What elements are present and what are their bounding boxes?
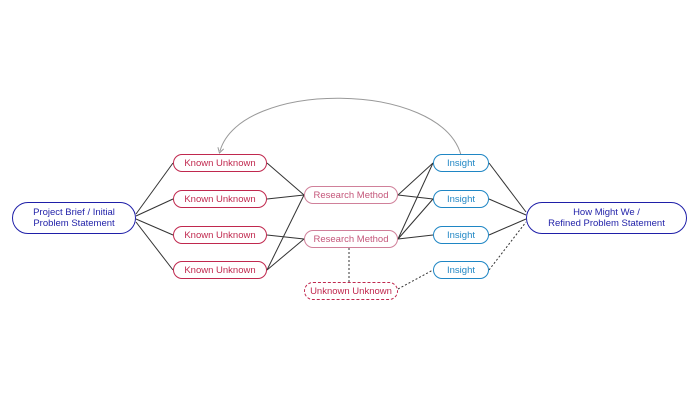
known-unknown-node-3: Known Unknown <box>173 226 267 244</box>
link-research-2-insight-2 <box>397 198 434 240</box>
link-insight-4-hmw <box>488 221 527 271</box>
known-unknown-label: Known Unknown <box>184 157 256 169</box>
link-insight-3-hmw <box>488 218 527 236</box>
link-known-4-research-2 <box>266 238 305 271</box>
unknown-unknown-label: Unknown Unknown <box>310 285 392 297</box>
insight-label: Insight <box>447 229 475 241</box>
link-known-1-research-1 <box>266 162 305 196</box>
insight-node-1: Insight <box>433 154 489 172</box>
insight-node-3: Insight <box>433 226 489 244</box>
insight-label: Insight <box>447 157 475 169</box>
link-insight-1-hmw <box>488 162 527 213</box>
insight-node-4: Insight <box>433 261 489 279</box>
project-brief-line-2: Problem Statement <box>33 218 115 229</box>
research-method-label: Research Method <box>313 189 389 201</box>
known-unknown-node-4: Known Unknown <box>173 261 267 279</box>
known-unknown-label: Known Unknown <box>184 264 256 276</box>
how-might-we-node: How Might We / Refined Problem Statement <box>526 202 687 234</box>
link-brief-known-3 <box>135 218 174 236</box>
link-insight-2-hmw <box>488 198 527 216</box>
unknown-unknown-node: Unknown Unknown <box>304 282 398 300</box>
how-might-we-line-2: Refined Problem Statement <box>548 218 665 229</box>
known-unknown-label: Known Unknown <box>184 229 256 241</box>
link-brief-known-1 <box>135 162 174 215</box>
insight-label: Insight <box>447 193 475 205</box>
insight-node-2: Insight <box>433 190 489 208</box>
research-method-label: Research Method <box>313 233 389 245</box>
link-research-2-insight-1 <box>397 162 434 240</box>
feedback-loop-arrow <box>217 97 462 156</box>
research-method-node-1: Research Method <box>304 186 398 204</box>
research-method-node-2: Research Method <box>304 230 398 248</box>
known-unknown-label: Known Unknown <box>184 193 256 205</box>
link-known-4-research-1 <box>266 194 305 271</box>
link-unknown-insight-4 <box>397 269 434 290</box>
link-research-1-insight-1 <box>397 162 434 196</box>
link-brief-known-2 <box>135 198 174 217</box>
project-brief-line-1: Project Brief / Initial <box>33 206 115 218</box>
link-known-2-research-1 <box>266 194 305 200</box>
project-brief-node: Project Brief / Initial Problem Statemen… <box>12 202 136 234</box>
link-brief-known-4 <box>135 221 174 271</box>
link-research-2-insight-3 <box>397 234 434 240</box>
known-unknown-node-1: Known Unknown <box>173 154 267 172</box>
insight-label: Insight <box>447 264 475 276</box>
known-unknown-node-2: Known Unknown <box>173 190 267 208</box>
link-research-1-insight-2 <box>397 194 434 200</box>
link-known-3-research-2 <box>266 234 305 240</box>
how-might-we-line-1: How Might We / <box>573 206 640 218</box>
